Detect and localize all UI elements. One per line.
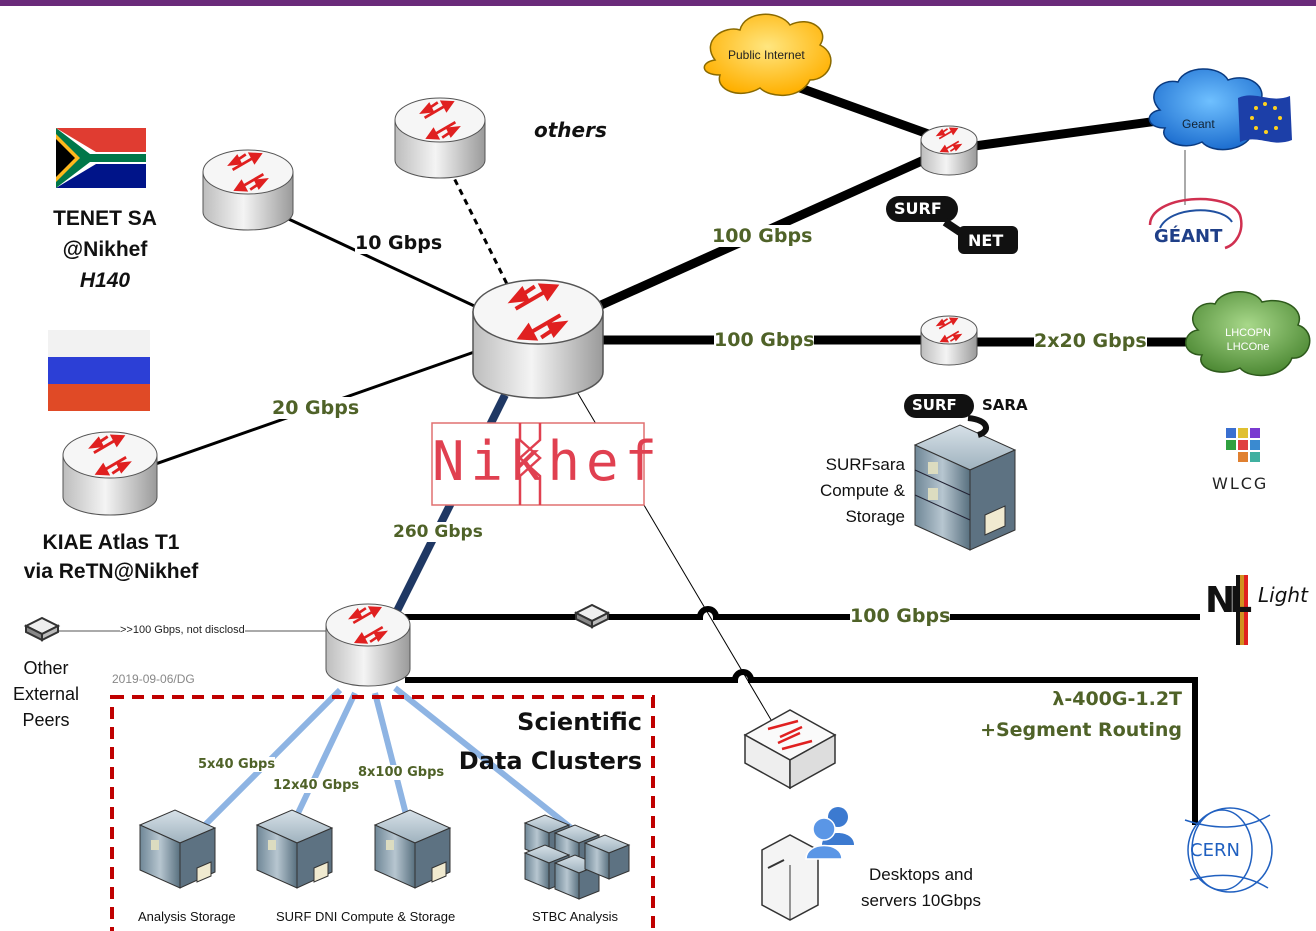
surf-dni-label: SURF DNI Compute & Storage xyxy=(276,909,456,924)
link-core-label: 260 Gbps xyxy=(393,522,483,542)
lambda-line2: +Segment Routing xyxy=(980,719,1182,741)
tenet-line3: H140 xyxy=(79,269,131,292)
router-tenet xyxy=(202,149,294,231)
link-kiae-label: 20 Gbps xyxy=(272,397,360,419)
stbc-label: STBC Analysis xyxy=(532,909,618,924)
link-cluster-c-label: 8x100 Gbps xyxy=(358,765,445,780)
date-label: 2019-09-06/DG xyxy=(112,672,195,686)
nlight-nl-label: NL xyxy=(1205,580,1252,621)
lhcopn-line2: LHCOne xyxy=(1226,341,1270,353)
other-line1: Other xyxy=(23,658,69,678)
kiae-line1: KIAE Atlas T1 xyxy=(42,531,180,554)
eu-flag-icon xyxy=(1238,95,1292,143)
surfnet-logo xyxy=(886,196,1018,254)
surfsara-surf-label: SURF xyxy=(912,396,957,414)
server-analysis-storage xyxy=(138,809,217,889)
sci-line1: Scientific xyxy=(517,708,642,736)
server-stbc-cluster xyxy=(523,814,631,900)
link-cluster-d xyxy=(393,685,582,838)
workstation-icon xyxy=(761,834,819,921)
other-line2: External xyxy=(12,684,80,704)
link-tenet-label: 10 Gbps xyxy=(355,232,443,254)
tenet-label: TENET SA @Nikhef H140 xyxy=(30,203,180,296)
router-kiae xyxy=(62,431,158,516)
public-internet-cloud xyxy=(703,13,832,97)
surfsara-line1: SURFsara xyxy=(825,455,905,474)
other-line3: Peers xyxy=(22,710,70,730)
cern-label: CERN xyxy=(1190,840,1240,861)
router-surfsara xyxy=(920,315,978,366)
kiae-label: KIAE Atlas T1 via ReTN@Nikhef xyxy=(0,528,222,586)
geant-logo xyxy=(1148,197,1243,250)
label-others: others xyxy=(534,118,607,142)
flag-icon xyxy=(56,128,146,188)
nikhef-logo xyxy=(431,422,645,506)
kiae-line2: via ReTN@Nikhef xyxy=(23,560,199,583)
other-link-label: >>100 Gbps, not disclosd xyxy=(120,624,245,636)
top-bar xyxy=(0,0,1316,6)
surf-label: SURF xyxy=(894,199,942,218)
lhcopn-cloud xyxy=(1185,291,1311,377)
link-lhcopn-label: 2x20 Gbps xyxy=(1034,330,1147,352)
geant-logo-label: GÉANT xyxy=(1154,226,1223,247)
router-edge xyxy=(325,603,411,687)
server-surf-dni-1 xyxy=(255,809,334,889)
router-surfnet xyxy=(920,125,978,176)
router-nikhef-core xyxy=(472,279,604,399)
server-rack-icon xyxy=(913,424,1017,551)
link-nlight-label: 100 Gbps xyxy=(850,605,951,627)
surfsara-line2: Compute & xyxy=(819,481,905,500)
lambda-label: λ-400G-1.2T +Segment Routing xyxy=(960,684,1182,746)
link-geant xyxy=(959,115,1166,153)
link-tenet xyxy=(247,198,501,320)
geant-cloud-label: Geant xyxy=(1182,117,1215,131)
surfsara-logo xyxy=(904,394,989,438)
link-cluster-c xyxy=(372,692,413,831)
analysis-storage-label: Analysis Storage xyxy=(138,909,236,924)
sara-label: SARA xyxy=(982,396,1028,414)
desktop-switch-icon xyxy=(743,709,837,790)
desktops-label: Desktops and servers 10Gbps xyxy=(842,862,1000,914)
tenet-line1: TENET SA xyxy=(53,207,157,230)
cern-logo xyxy=(1184,807,1273,893)
lhcopn-label: LHCOPN LHCOne xyxy=(1210,326,1286,354)
switch-icon xyxy=(573,603,611,629)
switch-icon xyxy=(23,616,61,642)
link-surfsara-label: 100 Gbps xyxy=(714,329,815,351)
users-icon xyxy=(805,807,854,860)
surfsara-compute-label: SURFsara Compute & Storage xyxy=(795,452,905,530)
surfsara-line3: Storage xyxy=(845,507,905,526)
router-others xyxy=(394,97,486,179)
net-label: NET xyxy=(968,231,1004,250)
nikhef-logo-text: Nikhef xyxy=(432,430,664,493)
lambda-line1: λ-400G-1.2T xyxy=(1052,688,1182,710)
lhcopn-line1: LHCOPN xyxy=(1225,327,1271,339)
link-cluster-a-label: 5x40 Gbps xyxy=(198,757,276,772)
cluster-box xyxy=(110,695,655,931)
tenet-line2: @Nikhef xyxy=(62,238,148,261)
link-nlight xyxy=(405,606,1200,620)
link-cern xyxy=(405,669,1198,825)
link-cluster-b-label: 12x40 Gbps xyxy=(273,778,360,793)
geant-cloud xyxy=(1148,68,1292,151)
link-surfnet-label: 100 Gbps xyxy=(712,225,813,247)
scientific-clusters-label: Scientific Data Clusters xyxy=(452,703,642,781)
sci-line2: Data Clusters xyxy=(458,747,642,775)
public-internet-label: Public Internet xyxy=(728,48,805,62)
nlight-logo xyxy=(1236,575,1248,645)
wlcg-logo xyxy=(1226,428,1260,462)
other-peers-label: Other External Peers xyxy=(0,655,92,733)
wlcg-label: WLCG xyxy=(1212,474,1269,493)
nlight-light-label: Light xyxy=(1258,583,1308,607)
desktops-line1: Desktops and xyxy=(869,865,973,884)
flag-icon xyxy=(48,330,150,411)
link-cluster-b xyxy=(287,691,358,832)
server-surf-dni-2 xyxy=(373,809,452,889)
desktops-line2: servers 10Gbps xyxy=(861,891,981,910)
